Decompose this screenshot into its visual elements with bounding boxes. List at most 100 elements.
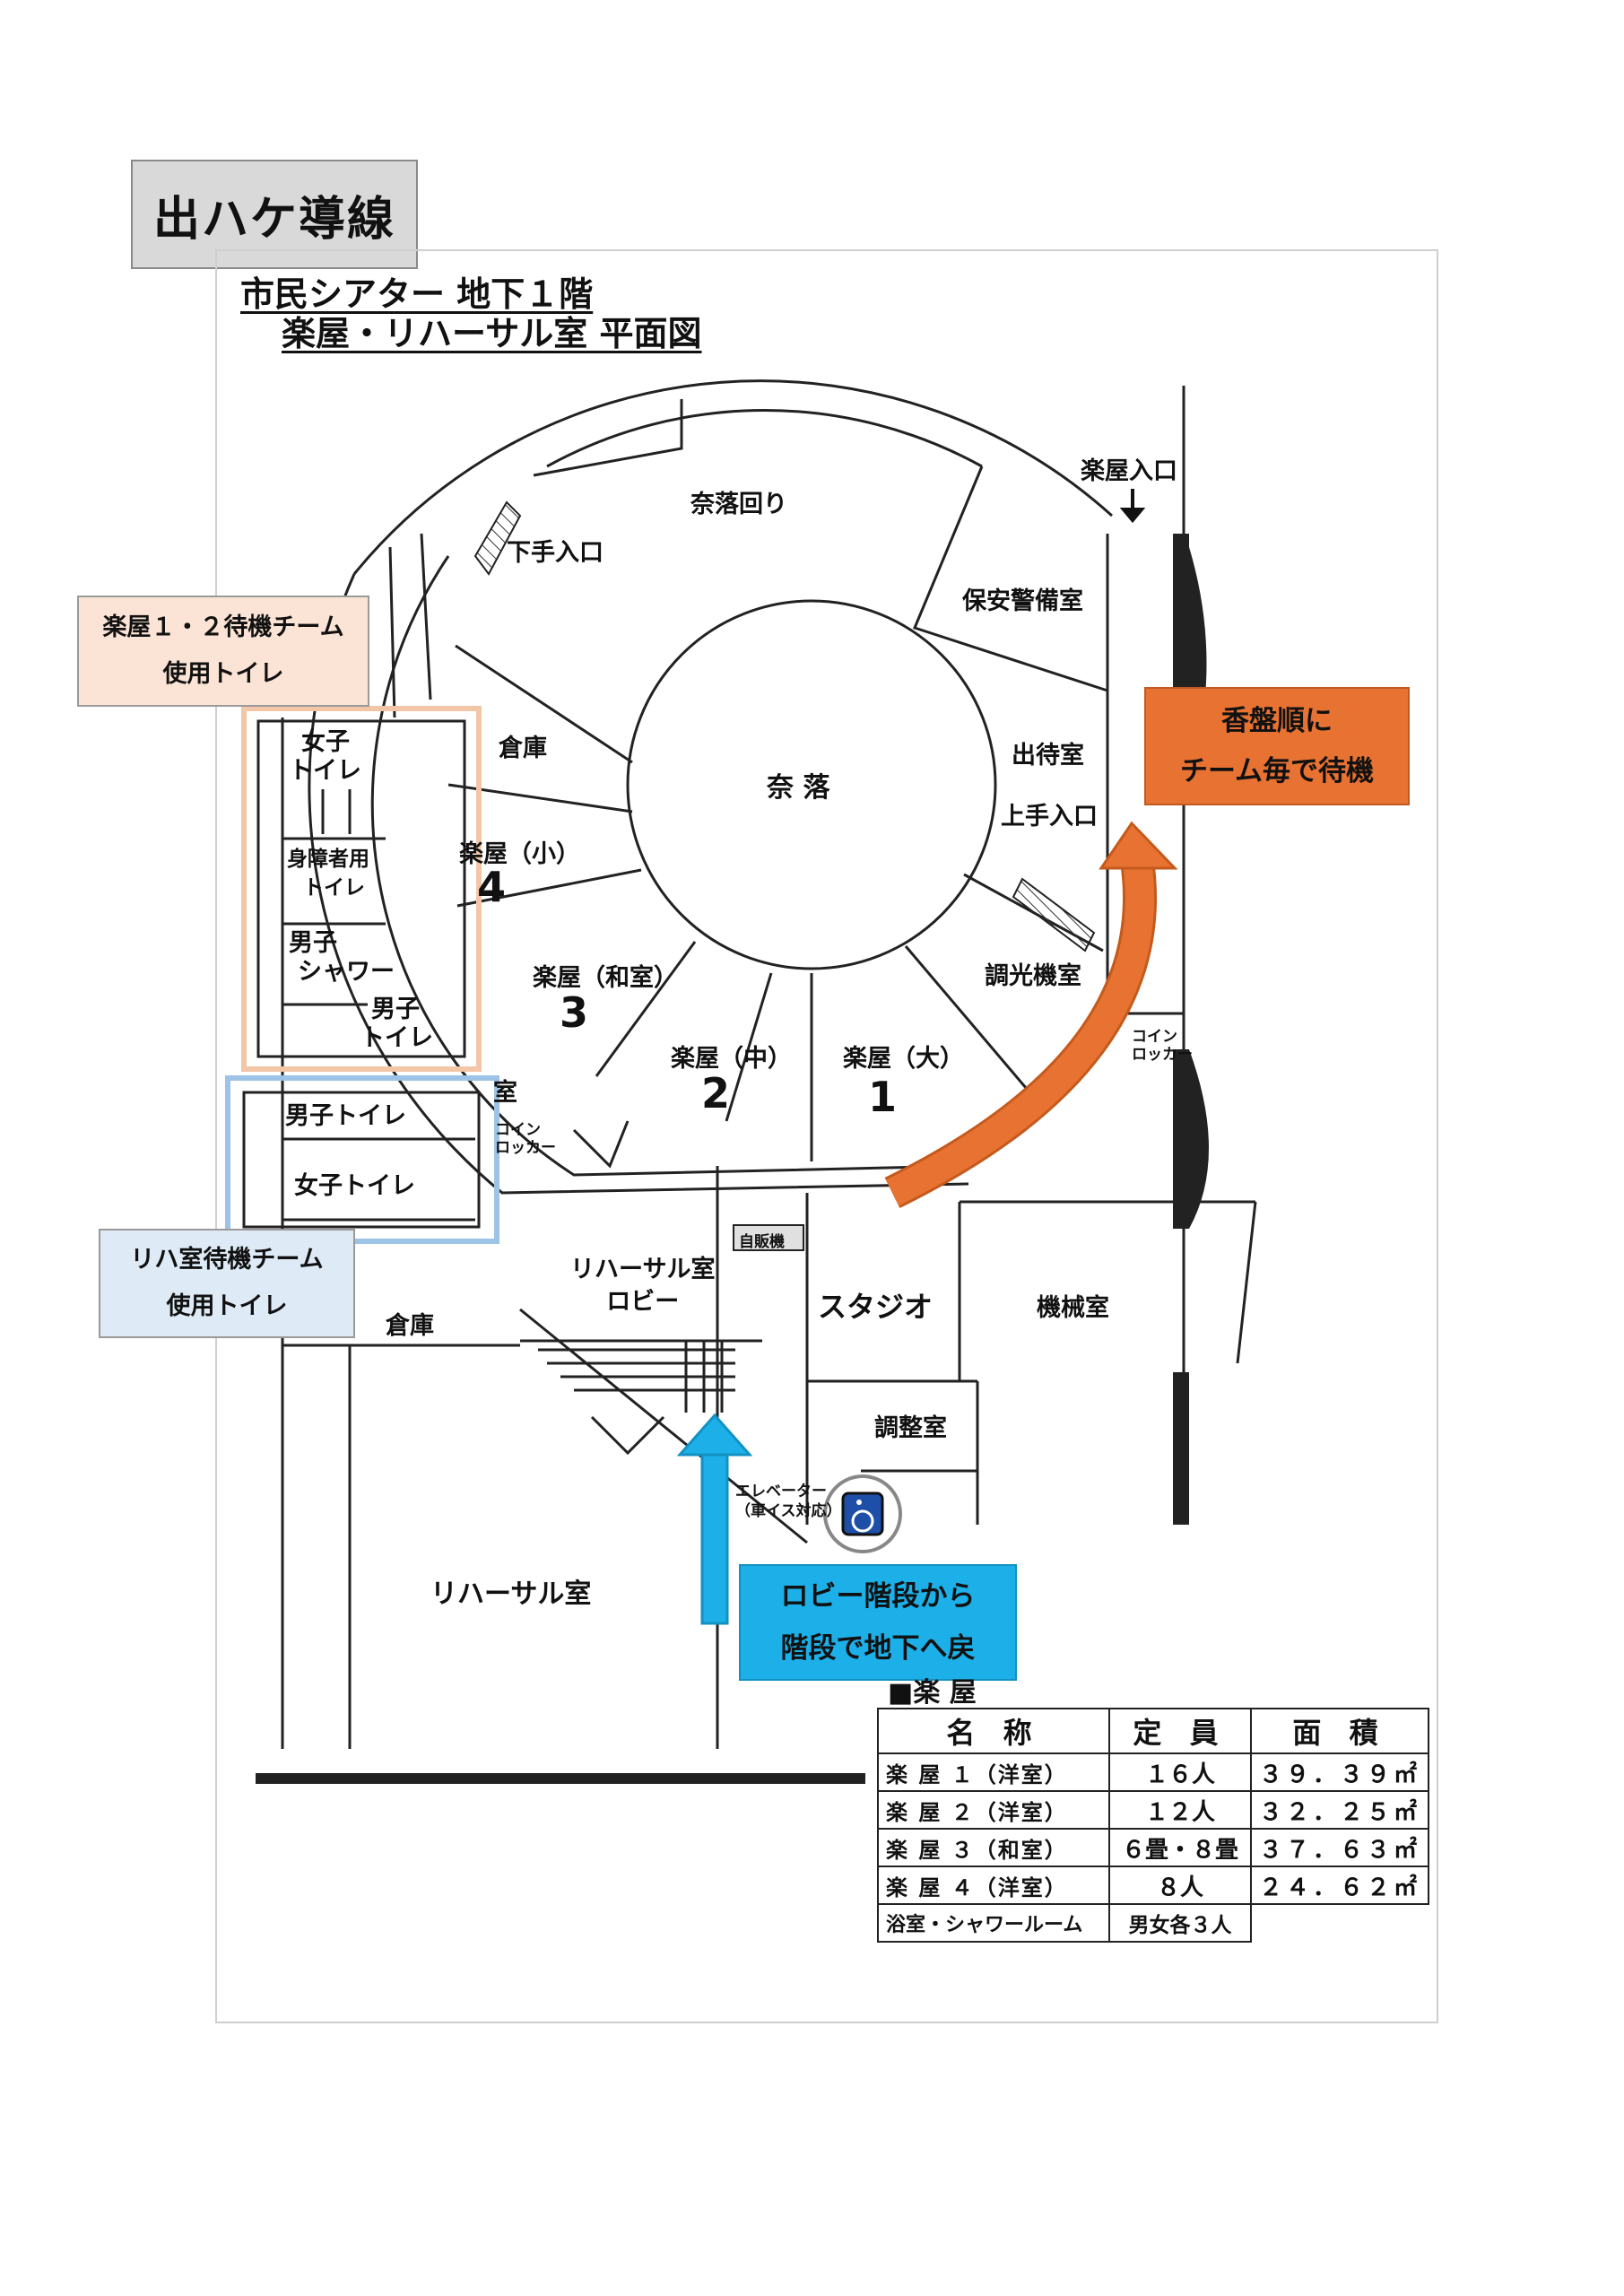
- cell-name: 楽 屋 １（洋室）: [877, 1752, 1110, 1792]
- label-gakuya-dai: 楽屋（大）: [843, 1045, 964, 1073]
- label-machine-room: 機械室: [1037, 1294, 1109, 1322]
- label-rehearsal-lobby: リハーサル室 ロビー: [570, 1254, 715, 1318]
- cell-area: ２４．６２㎡: [1249, 1866, 1430, 1905]
- label-men-shower: 男子 シャワー: [289, 929, 395, 987]
- table-heading: ■楽 屋: [888, 1677, 977, 1709]
- cell-name: 楽 屋 ２（洋室）: [877, 1790, 1110, 1830]
- capacity-table: 名 称 定 員 面 積 楽 屋 １（洋室） １６人 ３９．３９㎡ 楽 屋 ２（洋…: [877, 1708, 1430, 1943]
- cyan-route-arrow: [700, 1451, 729, 1625]
- wheelchair-icon: [823, 1474, 902, 1553]
- label-chousei: 調整室: [874, 1414, 947, 1442]
- label-gakuya-chu: 楽屋（中）: [671, 1045, 792, 1073]
- label-shutai: 出待室: [1012, 742, 1084, 770]
- callout-orange-line1: 香盤順に: [1221, 705, 1333, 737]
- table-header-row: 名 称 定 員 面 積: [877, 1708, 1430, 1754]
- label-studio: スタジオ: [818, 1290, 934, 1324]
- callout-gakuya-team-toilet: 楽屋１・２待機チーム 使用トイレ: [77, 596, 369, 707]
- elevator-line2: （車イス対応）: [735, 1502, 842, 1520]
- men-toilet-line2: トイレ: [360, 1024, 433, 1052]
- men-shower-line1: 男子: [289, 929, 337, 957]
- cell-capacity: １２人: [1108, 1790, 1252, 1830]
- inner-ring-wall: [546, 408, 983, 468]
- naraku-circle: [626, 599, 997, 970]
- coin-locker-left-line2: ロッカー: [495, 1139, 556, 1157]
- room-number-1: 1: [868, 1073, 898, 1121]
- plan-title: 市民シアター 地下１階 楽屋・リハーサル室 平面図: [240, 274, 701, 353]
- table-header-capacity: 定 員: [1108, 1708, 1252, 1754]
- label-partial-room: 室: [493, 1079, 517, 1107]
- label-naraku: 奈 落: [767, 772, 830, 804]
- label-disabled-toilet: 身障者用 トイレ: [287, 845, 369, 902]
- label-souko-2: 倉庫: [386, 1312, 434, 1340]
- table-row: 楽 屋 ３（和室） ６畳・８畳 ３７．６３㎡: [877, 1828, 1430, 1867]
- cell-area: ３９．３９㎡: [1249, 1752, 1430, 1792]
- disabled-toilet-line2: トイレ: [303, 876, 365, 900]
- orange-arrow-head: [1099, 821, 1178, 870]
- label-naraku-mawari: 奈落回り: [690, 491, 787, 518]
- label-women-toilet-2: 女子トイレ: [294, 1172, 415, 1200]
- plan-frame: [215, 249, 1438, 2023]
- label-coin-locker-left: コイン ロッカー: [495, 1121, 556, 1157]
- men-toilet-line1: 男子: [371, 996, 420, 1023]
- table-row: 楽 屋 ４（洋室） ８人 ２４．６２㎡: [877, 1866, 1430, 1905]
- callout-rehearsal-team-toilet: リハ室待機チーム 使用トイレ: [99, 1229, 355, 1338]
- table-header-area: 面 積: [1249, 1708, 1430, 1754]
- peach-toilet-highlight: [241, 706, 482, 1072]
- callout-peach-line1: 楽屋１・２待機チーム: [102, 613, 344, 641]
- outer-ring-wall: [352, 379, 1114, 575]
- disabled-toilet-line1: 身障者用: [287, 848, 369, 871]
- label-souko-1: 倉庫: [499, 735, 547, 762]
- cell-capacity: ８人: [1108, 1866, 1252, 1905]
- table-row: 浴室・シャワールーム 男女各３人: [877, 1903, 1429, 1943]
- cell-name: 浴室・シャワールーム: [877, 1903, 1110, 1943]
- label-gakuya-iriguchi: 楽屋入口: [1081, 457, 1177, 485]
- callout-return-stairs: ロビー階段から 階段で地下へ戻: [739, 1564, 1017, 1681]
- cell-area: [1251, 1904, 1429, 1942]
- label-gakuya-washitsu: 楽屋（和室）: [533, 964, 678, 992]
- table-row: 楽 屋 １（洋室） １６人 ３９．３９㎡: [877, 1752, 1430, 1792]
- plan-title-line2: 楽屋・リハーサル室 平面図: [282, 314, 702, 353]
- women-toilet-line2: トイレ: [289, 757, 361, 785]
- rehearsal-lobby-line2: ロビー: [606, 1288, 680, 1316]
- cell-capacity: １６人: [1108, 1752, 1252, 1792]
- blue-toilet-highlight: [225, 1075, 499, 1244]
- men-shower-line2: シャワー: [298, 958, 395, 986]
- label-elevator: エレベーター （車イス対応）: [735, 1482, 842, 1521]
- label-coin-locker-right: コイン ロッカー: [1132, 1028, 1193, 1064]
- table-row: 楽 屋 ２（洋室） １２人 ３２．２５㎡: [877, 1790, 1430, 1830]
- callout-cyan-line1: ロビー階段から: [780, 1580, 976, 1613]
- callout-cyan-line2: 階段で地下へ戻: [780, 1632, 976, 1665]
- room-number-2: 2: [701, 1069, 731, 1118]
- cell-name: 楽 屋 ３（和室）: [877, 1828, 1110, 1867]
- callout-wait-order: 香盤順に チーム毎で待機: [1144, 687, 1410, 805]
- coin-locker-right-line2: ロッカー: [1132, 1046, 1193, 1064]
- plan-title-line1: 市民シアター 地下１階: [240, 274, 594, 314]
- label-choukou: 調光機室: [985, 962, 1081, 990]
- label-gakuya-sho: 楽屋（小）: [459, 840, 580, 868]
- callout-orange-line2: チーム毎で待機: [1179, 755, 1375, 787]
- label-rehearsal-room: リハーサル室: [430, 1578, 592, 1610]
- coin-locker-left-line1: コイン: [495, 1121, 541, 1139]
- callout-blue-line2: 使用トイレ: [166, 1292, 288, 1320]
- label-hoan-keibi: 保安警備室: [962, 587, 1083, 615]
- cell-name: 楽 屋 ４（洋室）: [877, 1866, 1110, 1905]
- cell-capacity: ６畳・８畳: [1108, 1828, 1252, 1867]
- callout-peach-line2: 使用トイレ: [162, 660, 284, 688]
- elevator-line1: エレベーター: [735, 1483, 827, 1500]
- cell-area: ３７．６３㎡: [1249, 1828, 1430, 1867]
- label-vending: 自販機: [739, 1233, 785, 1251]
- label-shimote-iriguchi: 下手入口: [507, 539, 604, 567]
- room-number-3: 3: [560, 988, 589, 1037]
- table-header-name: 名 称: [877, 1708, 1110, 1754]
- cyan-arrow-head: [676, 1413, 753, 1457]
- label-men-toilet: 男子 トイレ: [360, 996, 433, 1053]
- callout-blue-line1: リハ室待機チーム: [130, 1246, 324, 1274]
- women-toilet-line1: 女子: [301, 728, 350, 756]
- bottom-wall: [256, 1773, 865, 1784]
- label-men-toilet-2: 男子トイレ: [285, 1102, 406, 1130]
- label-women-toilet: 女子 トイレ: [289, 728, 361, 786]
- cell-area: ３２．２５㎡: [1249, 1790, 1430, 1830]
- cell-capacity: 男女各３人: [1108, 1903, 1252, 1943]
- room-number-4: 4: [477, 863, 507, 911]
